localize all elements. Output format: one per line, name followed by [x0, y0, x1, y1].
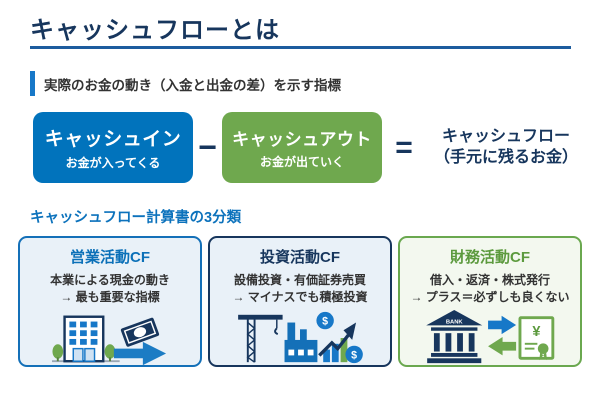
- card-financing-cf: 財務活動CF 借入・返済・株式発行 → プラス＝必ずしも良くない BANK: [398, 236, 582, 367]
- card-operating-cf: 営業活動CF 本業による現金の動き → 最も重要な指標: [18, 236, 202, 367]
- crane-factory-chart-icon: $ $: [210, 309, 390, 372]
- bank-certificate-exchange-icon: BANK ¥: [400, 309, 580, 372]
- cash-in-sub: お金が入ってくる: [65, 156, 161, 170]
- bank-label: BANK: [446, 319, 464, 325]
- card-operating-body: 本業による現金の動き → 最も重要な指標: [20, 272, 200, 307]
- card-operating-line2: → 最も重要な指標: [60, 290, 160, 305]
- card-investing-line2: → マイナスでも積極投資: [232, 290, 368, 305]
- card-financing-body: 借入・返済・株式発行 → プラス＝必ずしも良くない: [400, 272, 580, 307]
- cash-in-label: キャッシュイン: [44, 129, 182, 150]
- result-line1: キャッシュフロー: [441, 127, 570, 145]
- definition-text: 実際のお金の動き（入金と出金の差）を示す指標: [44, 77, 341, 93]
- title-underline: [30, 46, 571, 49]
- card-investing-body: 設備投資・有価証券売買 → マイナスでも積極投資: [210, 272, 390, 307]
- card-operating-line1: 本業による現金の動き: [50, 273, 170, 287]
- card-investing-title: 投資活動CF: [260, 249, 340, 266]
- section-heading: キャッシュフロー計算書の3分類: [30, 210, 242, 226]
- card-financing-line1: 借入・返済・株式発行: [429, 273, 550, 287]
- result-line2: （手元に残るお金）: [433, 148, 578, 166]
- card-investing-cf: 投資活動CF 設備投資・有価証券売買 → マイナスでも積極投資: [208, 236, 392, 367]
- yen-symbol: ¥: [532, 324, 540, 340]
- page-title: キャッシュフローとは: [30, 17, 280, 44]
- definition-callout: 実際のお金の動き（入金と出金の差）を示す指標: [30, 71, 341, 96]
- formula-result: キャッシュフロー （手元に残るお金）: [426, 127, 586, 169]
- card-financing-line2: → プラス＝必ずしも良くない: [410, 290, 570, 305]
- cash-out-sub: お金が出ていく: [259, 155, 344, 169]
- building-money-arrow-icon: [20, 309, 200, 372]
- accent-bar: [30, 71, 35, 96]
- cf-category-cards: 営業活動CF 本業による現金の動き → 最も重要な指標: [18, 236, 582, 367]
- dollar-coin-bottom-icon: $: [351, 349, 357, 361]
- formula-row: キャッシュイン お金が入ってくる − キャッシュアウト お金が出ていく = キャ…: [33, 112, 586, 183]
- cash-out-label: キャッシュアウト: [232, 130, 372, 149]
- dollar-coin-top-icon: $: [322, 315, 328, 327]
- card-operating-title: 営業活動CF: [70, 249, 150, 266]
- card-investing-line1: 設備投資・有価証券売買: [233, 273, 366, 287]
- cash-in-box: キャッシュイン お金が入ってくる: [33, 112, 193, 183]
- minus-operator: −: [198, 129, 217, 165]
- card-financing-title: 財務活動CF: [450, 249, 530, 266]
- cash-out-box: キャッシュアウト お金が出ていく: [222, 112, 382, 183]
- equals-operator: =: [395, 130, 413, 164]
